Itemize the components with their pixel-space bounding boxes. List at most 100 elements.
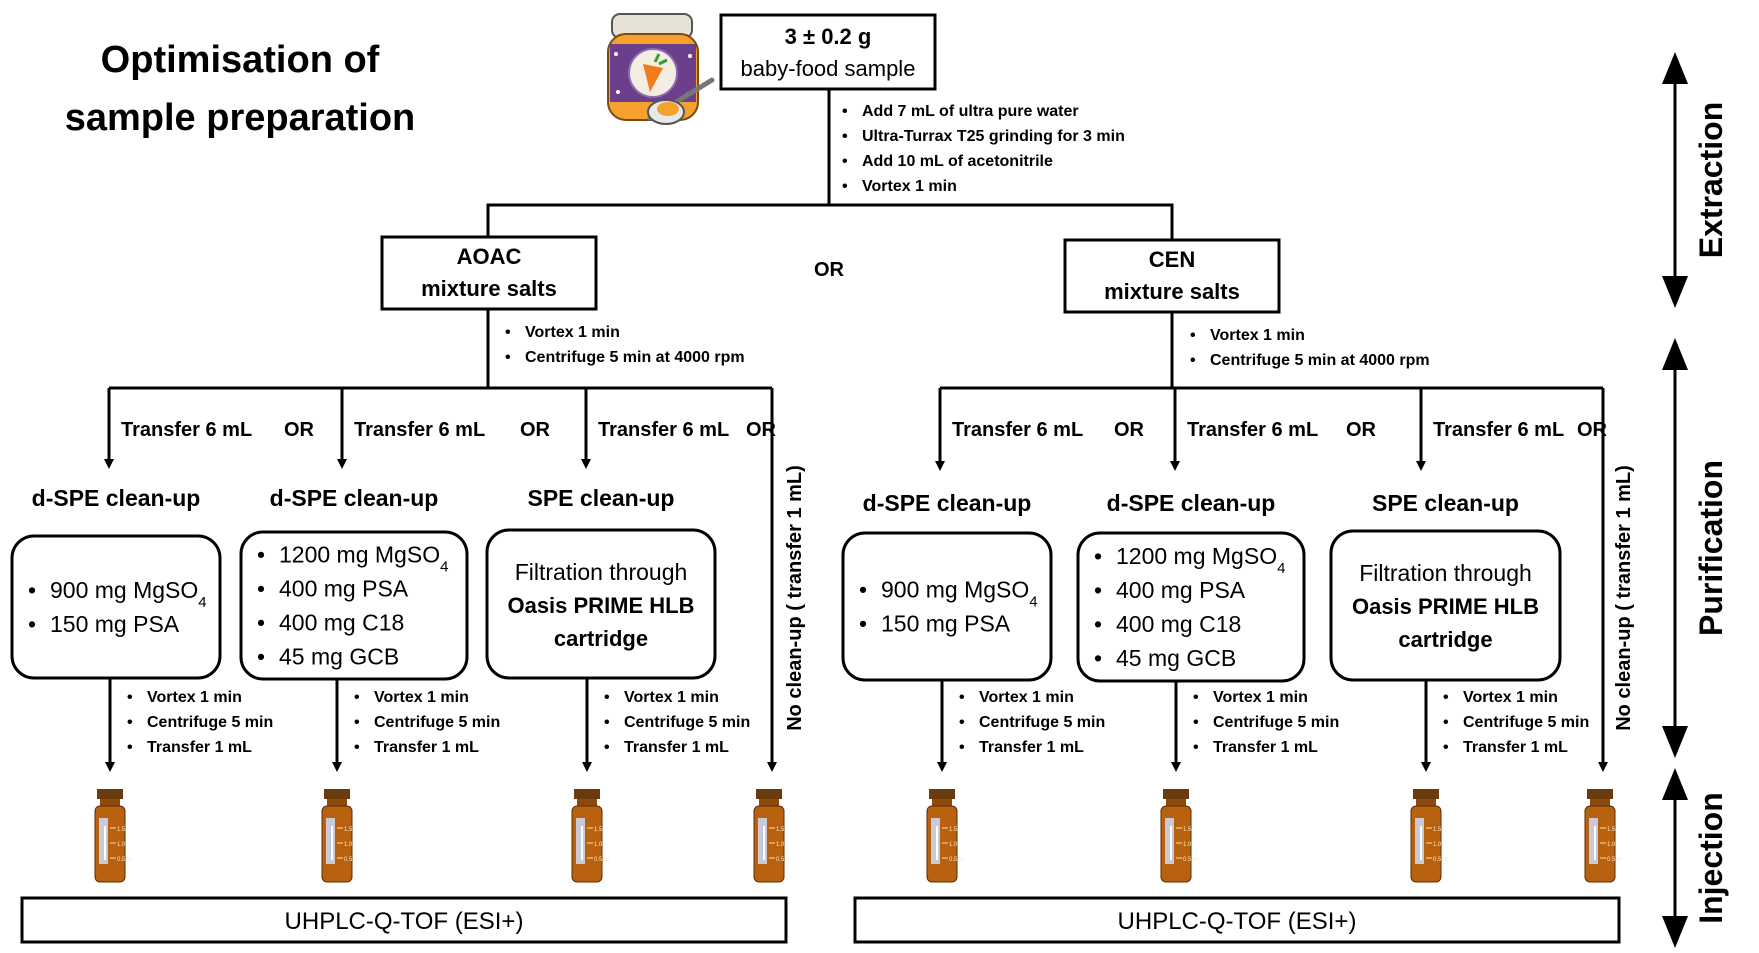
vial-graduation: 1.5 [117, 827, 126, 833]
post-step: Vortex 1 min [1213, 689, 1308, 706]
filtration-text: Filtration through [1359, 560, 1532, 586]
svg-text:•: • [859, 577, 867, 603]
cartridge-name: Oasis PRIME HLB [1352, 594, 1539, 619]
sample-mass: 3 ± 0.2 g [785, 24, 872, 49]
post-step: Centrifuge 5 min [624, 714, 750, 731]
vial-graduation: 1.5 [344, 827, 353, 833]
svg-text:•: • [1193, 739, 1199, 756]
no-cleanup-label: No clean-up ( transfer 1 mL) [1613, 465, 1635, 731]
svg-text:•: • [1193, 714, 1199, 731]
vial-graduation: 0.5ml [776, 857, 791, 863]
vial-graduation: 0.5ml [117, 857, 132, 863]
post-step: Vortex 1 min [374, 689, 469, 706]
vial-graduation: 0.5ml [594, 857, 609, 863]
cleanup-heading: SPE clean-up [528, 485, 675, 511]
amber-vial-icon: 1.51.00.5ml [321, 789, 359, 883]
svg-text:•: • [127, 739, 133, 756]
svg-text:•: • [842, 128, 848, 145]
svg-text:•: • [1193, 689, 1199, 706]
post-step: Centrifuge 5 min [979, 714, 1105, 731]
post-step: Vortex 1 min [979, 689, 1074, 706]
svg-text:•: • [505, 349, 511, 366]
svg-text:•: • [257, 644, 265, 670]
title-line-1: Optimisation of [101, 39, 380, 81]
post-step: Transfer 1 mL [147, 739, 252, 756]
post-step: Transfer 1 mL [624, 739, 729, 756]
svg-text:•: • [28, 577, 36, 603]
sorbent-item: 400 mg PSA [1116, 577, 1246, 603]
cleanup-box [10, 534, 222, 680]
amber-vial-icon: 1.51.00.5ml [1160, 789, 1198, 883]
salt-step: Vortex 1 min [525, 324, 620, 341]
transfer-label: Transfer 6 mL [121, 419, 252, 441]
cleanup-heading: d-SPE clean-up [32, 485, 201, 511]
vial-graduation: 1.0 [594, 842, 603, 848]
svg-text:•: • [842, 153, 848, 170]
vial-graduation: 1.0 [949, 842, 958, 848]
sorbent-item: 150 mg PSA [50, 611, 180, 637]
svg-text:•: • [1190, 327, 1196, 344]
cen-branch: •Vortex 1 min•Centrifuge 5 min at 4000 r… [841, 312, 1635, 944]
amber-vial-icon: 1.51.00.5ml [571, 789, 609, 883]
no-cleanup-label: No clean-up ( transfer 1 mL) [784, 465, 806, 731]
sorbent-item: 400 mg C18 [279, 610, 404, 636]
salt-step: Vortex 1 min [1210, 327, 1305, 344]
cartridge-label: cartridge [1398, 627, 1492, 652]
baby-food-jar-icon [607, 13, 715, 125]
svg-text:•: • [127, 689, 133, 706]
title-line-2: sample preparation [65, 97, 416, 139]
svg-text:•: • [604, 689, 610, 706]
vial-graduation: 0.5ml [1183, 857, 1198, 863]
vial-graduation: 1.5 [949, 827, 958, 833]
vial-graduation: 1.0 [117, 842, 126, 848]
transfer-label: Transfer 6 mL [952, 419, 1083, 441]
vial-graduation: 0.5ml [949, 857, 964, 863]
extraction-stage-indicator: Extraction [1662, 52, 1729, 308]
post-step: Vortex 1 min [1463, 689, 1558, 706]
post-step: Centrifuge 5 min [1463, 714, 1589, 731]
svg-text:•: • [1443, 714, 1449, 731]
svg-text:•: • [354, 689, 360, 706]
aoac-branch: •Vortex 1 min•Centrifuge 5 min at 4000 r… [10, 309, 806, 944]
post-step: Centrifuge 5 min [147, 714, 273, 731]
cleanup-box [841, 531, 1053, 682]
post-step: Transfer 1 mL [374, 739, 479, 756]
cartridge-label: cartridge [554, 626, 648, 651]
sorbent-item: 45 mg GCB [1116, 645, 1236, 671]
extraction-step: Vortex 1 min [862, 178, 957, 195]
sample-box [719, 13, 937, 91]
extraction-step: Add 10 mL of acetonitrile [862, 153, 1053, 170]
transfer-label: Transfer 6 mL [1187, 419, 1318, 441]
stage-label-purification: Purification [1693, 460, 1729, 636]
svg-text:•: • [1094, 543, 1102, 569]
amber-vial-icon: 1.51.00.5ml [753, 789, 791, 883]
cleanup-box [1076, 531, 1306, 683]
cleanup-heading: d-SPE clean-up [863, 490, 1032, 516]
svg-text:•: • [354, 714, 360, 731]
svg-text:•: • [257, 542, 265, 568]
vial-graduation: 1.0 [1183, 842, 1192, 848]
transfer-label: Transfer 6 mL [598, 419, 729, 441]
cleanup-box [485, 528, 717, 680]
amber-vial-icon: 1.5 1.0 0.5ml [94, 789, 132, 883]
vial-graduation: 0.5ml [1433, 857, 1448, 863]
post-step: Vortex 1 min [147, 689, 242, 706]
sorbent-item: 150 mg PSA [881, 611, 1011, 637]
cleanup-heading: SPE clean-up [1372, 490, 1519, 516]
vial-graduation: 1.5 [776, 827, 785, 833]
post-step: Vortex 1 min [624, 689, 719, 706]
stage-label-extraction: Extraction [1693, 102, 1729, 258]
svg-text:•: • [604, 739, 610, 756]
transfer-label: Transfer 6 mL [1433, 419, 1564, 441]
vial-graduation: 1.0 [344, 842, 353, 848]
svg-text:•: • [1190, 352, 1196, 369]
svg-text:•: • [959, 739, 965, 756]
or-label: OR [520, 419, 551, 441]
svg-text:•: • [28, 611, 36, 637]
injection-stage-indicator: Injection [1662, 768, 1729, 948]
cleanup-heading: d-SPE clean-up [270, 485, 439, 511]
instrument-label: UHPLC-Q-TOF (ESI+) [285, 908, 524, 935]
post-step: Transfer 1 mL [979, 739, 1084, 756]
post-step: Centrifuge 5 min [1213, 714, 1339, 731]
